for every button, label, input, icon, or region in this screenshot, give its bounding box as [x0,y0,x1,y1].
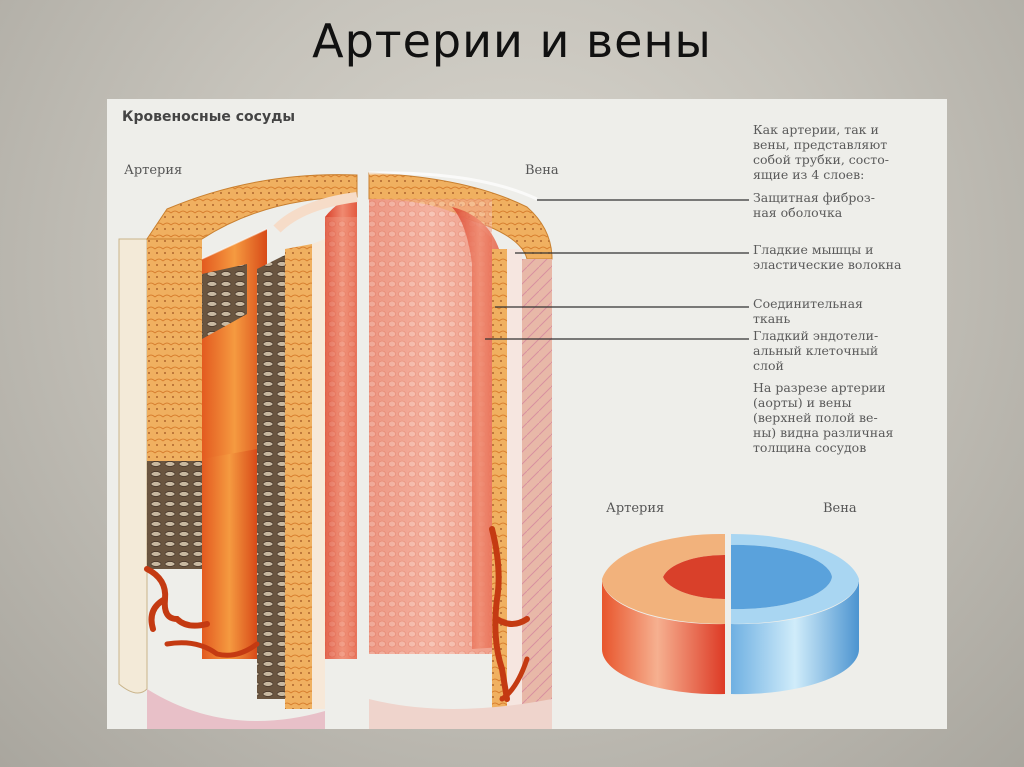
legend-intro-line: собой трубки, состо- [753,152,889,167]
legend-note-line: толщина сосудов [753,440,867,455]
legend-layer-line: альный клеточный [753,343,879,358]
leader-lines [485,199,749,340]
vein-ring-side [731,579,860,695]
vessel-illustration [118,171,860,729]
legend-layer-line: ная оболочка [753,205,843,220]
ring-vein-label: Вена [823,501,857,516]
panel-heading: Кровеносные сосуды [122,109,296,125]
legend-intro-line: ящие из 4 слоев: [753,167,865,182]
legend-layer-endothelial: Гладкий эндотели- альный клеточный слой [753,328,878,373]
legend-note-line: (аорты) и вены [753,395,852,410]
ring-artery-label: Артерия [606,501,665,516]
vein-label: Вена [525,163,559,178]
artery-ring-top [602,533,725,624]
legend-layer-line: слой [753,358,784,373]
legend-intro-line: Как артерии, так и [753,122,879,137]
legend-layer-line: Гладкий эндотели- [753,328,879,343]
slide-title: Артерии и вены [312,14,712,68]
artery-lumen [663,554,725,600]
vein-ring-top [731,533,859,624]
legend-intro-line: вены, представляют [753,137,888,152]
legend-layer-line: Соединительная [753,296,863,311]
artery-label: Артерия [124,163,183,178]
legend-intro: Как артерии, так и вены, представляют со… [753,122,889,182]
legend-note: На разрезе артерии (аорты) и вены (верхн… [753,380,893,455]
artery-cutaway [118,174,358,729]
legend-layer-fibrous: Защитная фиброз- ная оболочка [753,190,875,220]
diagram-panel: Кровеносные сосуды Артерия Вена Как арте… [107,99,947,729]
legend-layer-connective: Соединительная ткань [753,296,863,326]
artery-ring-side [601,579,725,695]
ring-comparison [601,533,860,695]
legend-note-line: ны) видна различная [753,425,894,440]
legend-layer-line: Защитная фиброз- [753,190,875,205]
legend-layer-line: Гладкие мышцы и [753,242,874,257]
legend-layer-muscle: Гладкие мышцы и эластические волокна [753,242,901,272]
vein-cutaway [368,171,553,729]
legend-layer-line: эластические волокна [753,257,902,272]
legend-layer-line: ткань [753,311,791,326]
vein-lumen [731,544,832,610]
legend-note-line: (верхней полой ве- [753,410,878,425]
legend-note-line: На разрезе артерии [753,380,886,395]
